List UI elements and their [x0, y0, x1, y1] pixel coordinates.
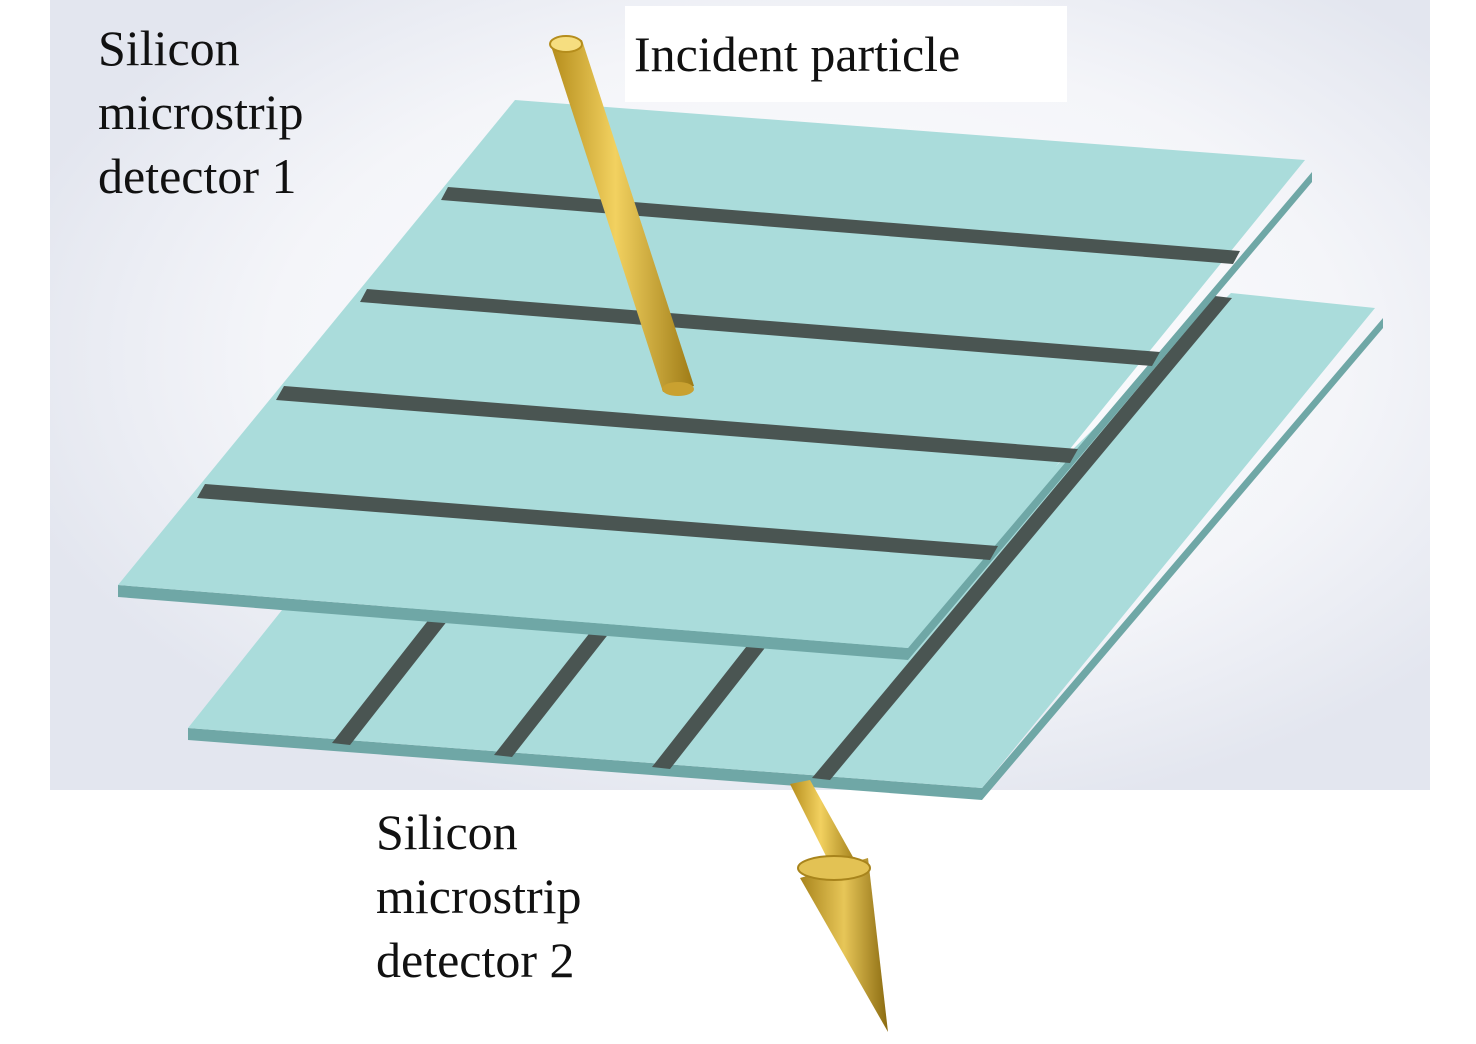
detector-2-strip-gap [494, 630, 610, 757]
detector-2-label-line: detector 2 [376, 932, 575, 988]
particle-rod-end [662, 382, 694, 396]
incident-particle-arrow [549, 35, 694, 396]
detector-1-plate [118, 100, 1312, 660]
detector-1-strip-gap [197, 484, 998, 560]
particle-exit-shaft [790, 780, 858, 872]
detector-1-label-line: microstrip [98, 84, 304, 140]
particle-rod [551, 40, 694, 392]
detector-2-strip-gap [332, 618, 448, 745]
detector-2-strip-gap [652, 642, 768, 769]
particle-arrowhead-base [797, 855, 871, 881]
detector-2-strip-gap [812, 296, 1232, 780]
detector-1-label-line: detector 1 [98, 148, 297, 204]
particle-arrowhead [800, 858, 888, 1032]
detector-2-label-line: Silicon [376, 804, 518, 860]
detector-1-strip-gap [360, 289, 1160, 366]
exiting-particle-arrow [790, 780, 888, 1032]
detector-2-edge [188, 318, 1383, 800]
particle-rod-top [549, 35, 583, 53]
detector-1-label: Silicon microstrip detector 1 [98, 16, 304, 208]
detector-1-label-line: Silicon [98, 20, 240, 76]
detector-1-strip-gap [276, 386, 1078, 463]
incident-particle-label: Incident particle [634, 26, 961, 82]
detector-2-label: Silicon microstrip detector 2 [376, 800, 582, 992]
detector-2-face [188, 293, 1375, 788]
detector-1-strip-gap [441, 187, 1240, 264]
detector-2-label-line: microstrip [376, 868, 582, 924]
label-background-top [625, 6, 1067, 102]
detector-2-plate [188, 293, 1383, 800]
